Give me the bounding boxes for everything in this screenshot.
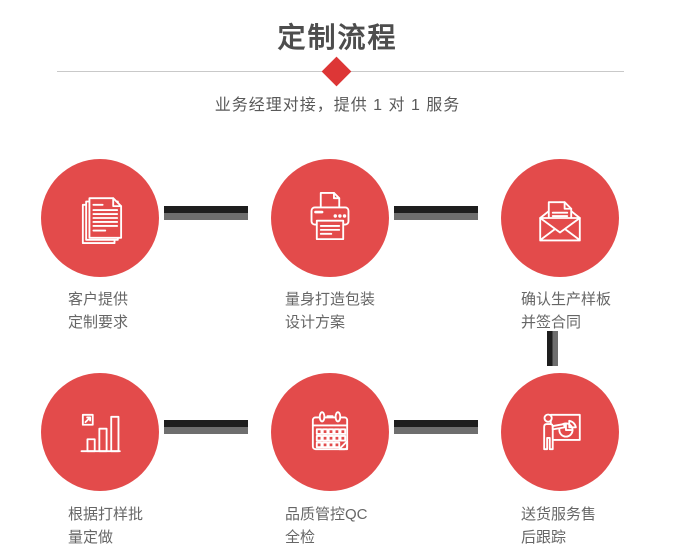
- calendar-icon: [311, 411, 349, 451]
- step-circle-4: [41, 373, 159, 491]
- step-label-1: 客户提供 定制要求: [68, 291, 129, 331]
- step-circle-6: [501, 373, 619, 491]
- step-label-6: 送货服务售 后跟踪: [521, 506, 597, 546]
- step-circle-2: [271, 159, 389, 277]
- connector-step5-step6: [394, 420, 478, 434]
- connector-step4-step5: [164, 420, 248, 434]
- step-label-3: 确认生产样板 并签合同: [521, 291, 612, 331]
- step-circle-5: [271, 373, 389, 491]
- step-label-5: 品质管控QC 全检: [285, 506, 368, 546]
- page-title: 定制流程: [277, 22, 398, 53]
- connector-step2-step3: [394, 206, 478, 220]
- printer-icon: [310, 191, 350, 241]
- bar-chart-icon: [80, 413, 121, 453]
- step-label-2: 量身打造包装 设计方案: [285, 291, 376, 331]
- connector-step1-step2: [164, 206, 248, 220]
- step-circle-3: [501, 159, 619, 277]
- subtitle: 业务经理对接，提供 1 对 1 服务: [214, 97, 461, 114]
- documents-icon: [81, 197, 123, 245]
- step-label-4: 根据打样批 量定做: [68, 506, 144, 546]
- presentation-icon: [543, 413, 581, 451]
- step-circle-1: [41, 159, 159, 277]
- diamond-icon: [321, 56, 352, 87]
- envelope-icon: [539, 201, 581, 242]
- connector-step3-step6: [547, 331, 558, 366]
